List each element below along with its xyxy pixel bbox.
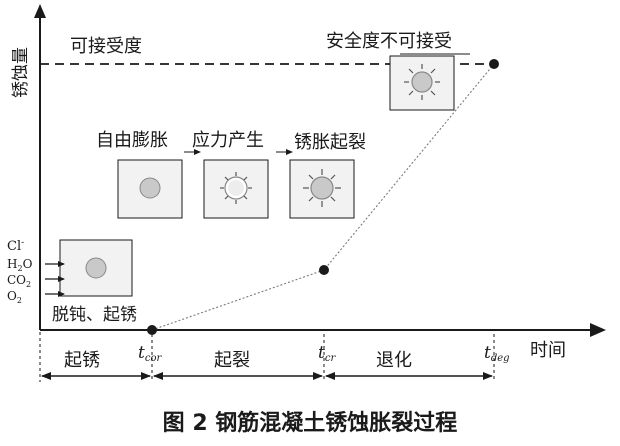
chloride-label: Cl- [7, 238, 24, 254]
rebar-stress-core [228, 180, 244, 196]
stress-generation-label: 应力产生 [192, 130, 264, 151]
phase-label-cracking: 起裂 [214, 350, 250, 371]
depassivation-label: 脱钝、起锈 [52, 305, 137, 325]
free-expansion-label: 自由膨胀 [96, 130, 168, 151]
point-t-cr [319, 265, 329, 275]
rebar-free-expansion [139, 177, 161, 199]
unacceptable-label: 安全度不可接受 [326, 31, 452, 52]
figure-caption: 图 2 钢筋混凝土锈蚀胀裂过程 [163, 410, 458, 436]
o2-label: O2 [7, 289, 22, 305]
unacceptable-ticks [404, 64, 440, 100]
t-cr-label: tcr [318, 343, 336, 364]
x-axis-label: 时间 [530, 340, 566, 361]
rebar-depassivation [85, 257, 107, 279]
y-axis-label: 锈蚀量 [11, 47, 31, 98]
t-deg-label: tdeg [484, 343, 510, 364]
crack-ticks [303, 169, 341, 207]
corrosion-curve [151, 63, 495, 331]
stress-ticks [220, 172, 252, 204]
point-t-cor [147, 325, 157, 335]
t-cor-label: tcor [138, 343, 162, 364]
rebar-unacceptable [411, 71, 433, 93]
x-axis-arrow [590, 323, 606, 337]
rebar-crack [310, 176, 334, 200]
crack-initiation-label: 锈胀起裂 [294, 132, 366, 153]
acceptable-threshold-label: 可接受度 [70, 36, 142, 57]
co2-label: CO2 [7, 273, 31, 289]
phase-label-degradation: 退化 [376, 350, 412, 371]
phase-label-rusting: 起锈 [64, 350, 100, 371]
y-axis-arrow [34, 4, 46, 18]
water-label: H2O [7, 257, 33, 273]
point-t-deg [489, 59, 499, 69]
